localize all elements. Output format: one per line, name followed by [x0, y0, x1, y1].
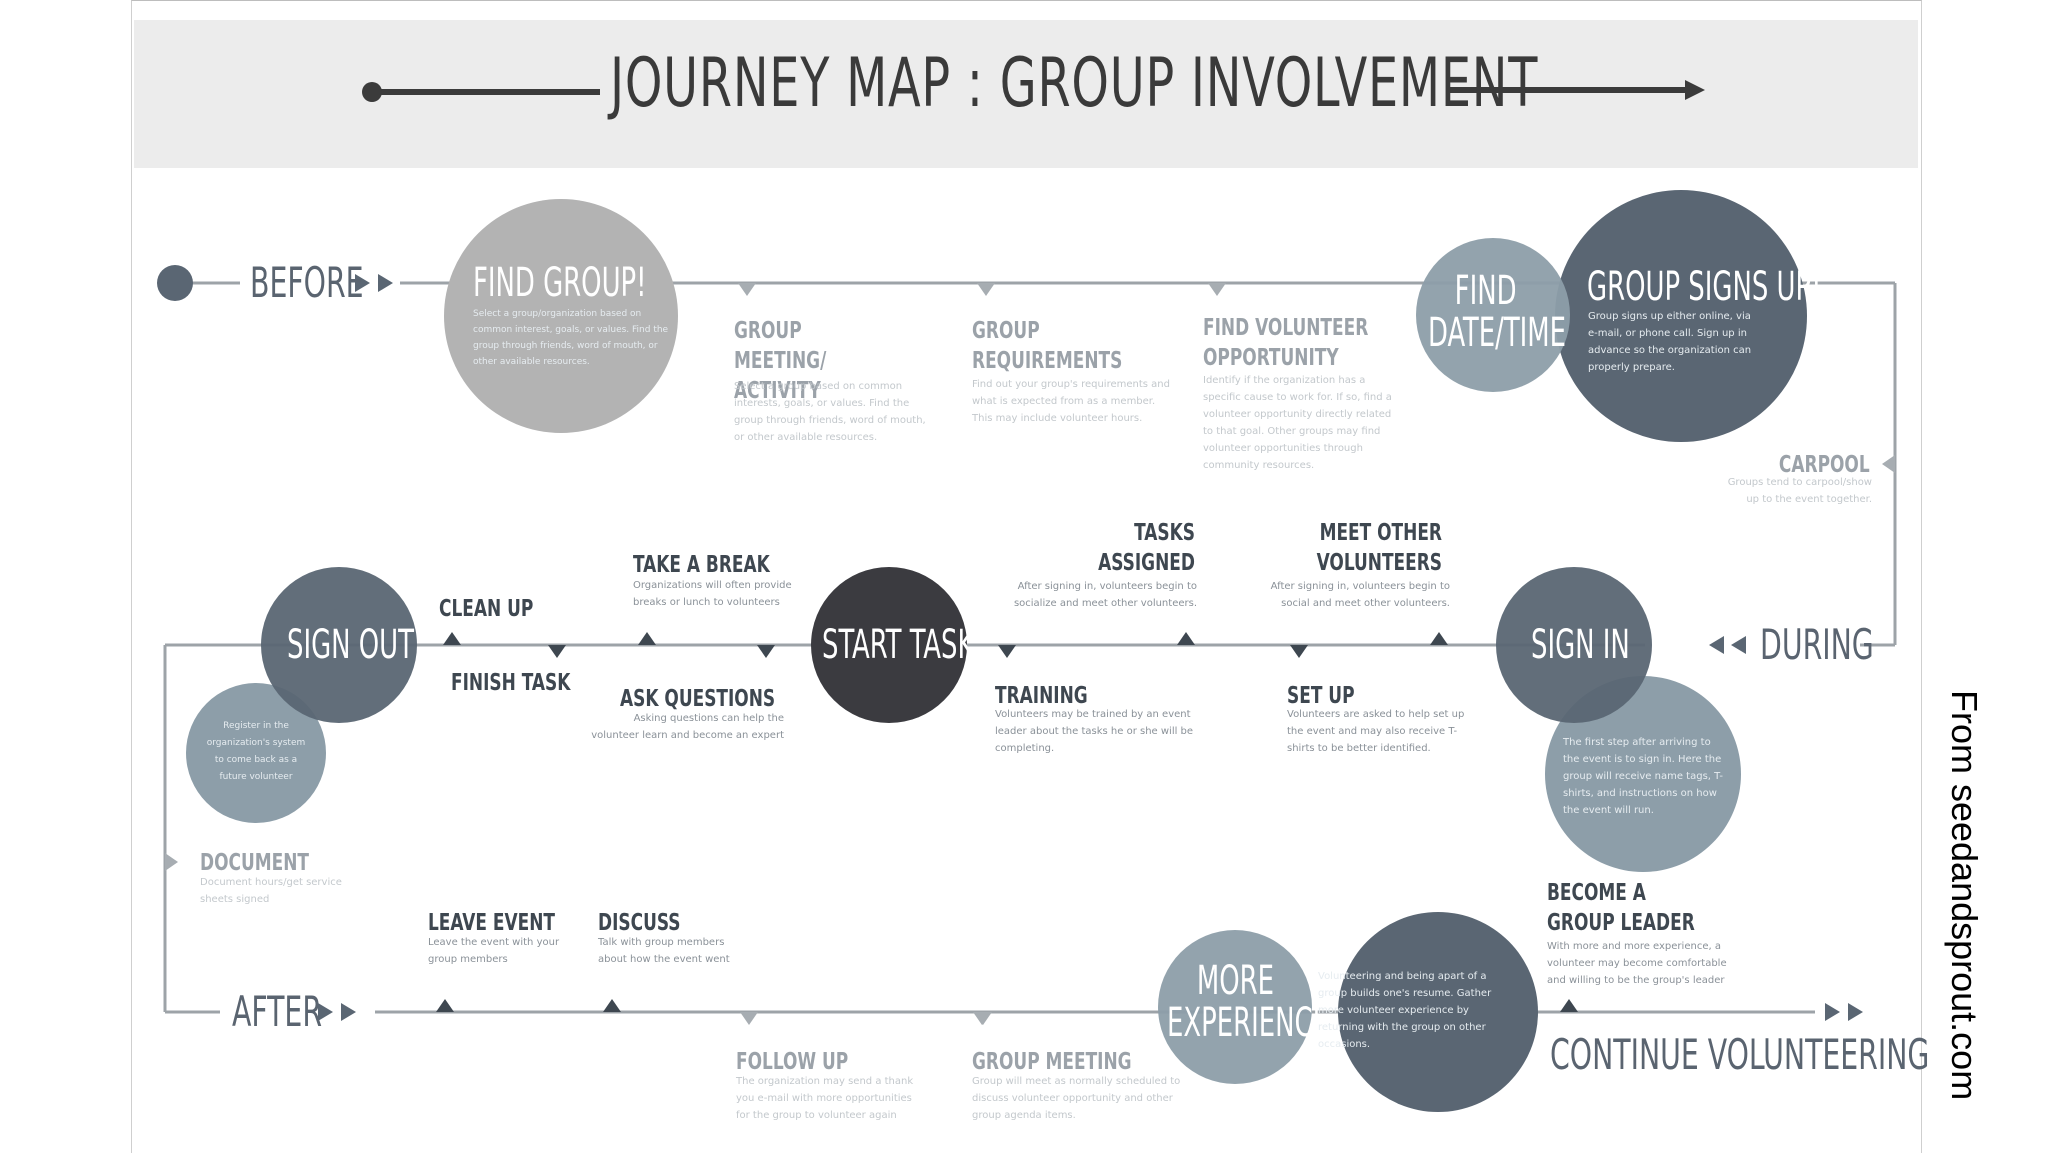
before-arrow-2: [378, 274, 393, 292]
ask-questions-title: ASK QUESTIONS: [620, 686, 776, 712]
leave-event-title: LEAVE EVENT: [428, 910, 555, 936]
sign-out-title: SIGN OUT: [287, 622, 414, 668]
during-arrow-1: [1709, 636, 1724, 654]
group-meeting-after-text: Group will meet as normally scheduled to…: [972, 1076, 1181, 1121]
document-text: Document hours/get service sheets signed: [200, 877, 342, 905]
marker-group-meeting: [738, 283, 756, 296]
marker-group-requirements: [977, 283, 995, 296]
training-title: TRAINING: [995, 683, 1088, 709]
marker-tasks-assigned: [1177, 632, 1195, 645]
group-meeting-after-title: GROUP MEETING: [972, 1049, 1132, 1075]
finish-task-title: FINISH TASK: [451, 670, 571, 696]
marker-clean-up: [443, 632, 461, 645]
training-text: Volunteers may be trained by an event le…: [995, 709, 1194, 754]
meet-other-title: MEET OTHER VOLUNTEERS: [1316, 520, 1442, 576]
find-date-title: FIND DATE/TIME: [1428, 268, 1567, 356]
take-break-title: TAKE A BREAK: [633, 552, 770, 578]
continue-arrow-1: [1825, 1003, 1840, 1021]
follow-up-title: FOLLOW UP: [736, 1049, 849, 1075]
start-dot: [157, 265, 193, 301]
start-task-title: START TASK: [822, 622, 975, 668]
sign-in-text: The first step after arriving to the eve…: [1563, 737, 1723, 816]
group-requirements-title: GROUP REQUIREMENTS: [972, 318, 1123, 374]
marker-take-break: [638, 632, 656, 645]
set-up-title: SET UP: [1287, 683, 1355, 709]
marker-set-up: [1290, 645, 1308, 658]
find-date-circle: [1416, 238, 1570, 392]
marker-training: [998, 645, 1016, 658]
continue-arrow-2: [1848, 1003, 1863, 1021]
sign-in-title: SIGN IN: [1531, 622, 1630, 668]
page-title: JOURNEY MAP : GROUP INVOLVEMENT: [610, 44, 1539, 123]
more-experience-text: Volunteering and being apart of a group …: [1318, 971, 1492, 1050]
find-group-text: Select a group/organization based on com…: [473, 309, 669, 367]
document-title: DOCUMENT: [200, 850, 310, 876]
diagram-frame: [131, 0, 1922, 1153]
source-credit: From seedandsprout.com: [1944, 690, 1985, 1101]
during-arrow-2: [1731, 636, 1746, 654]
carpool-title: CARPOOL: [1779, 452, 1870, 478]
after-arrow-2: [341, 1003, 356, 1021]
follow-up-text: The organization may send a thank you e-…: [736, 1076, 914, 1121]
marker-document: [165, 853, 178, 871]
sign-out-circle: [261, 567, 417, 723]
find-opportunity-title: FIND VOLUNTEER OPPORTUNITY: [1203, 315, 1369, 371]
set-up-text: Volunteers are asked to help set up the …: [1287, 709, 1465, 754]
marker-find-opportunity: [1208, 283, 1226, 296]
marker-meet-other: [1430, 632, 1448, 645]
meet-other-text: After signing in, volunteers begin to so…: [1270, 581, 1450, 609]
group-signs-up-title: GROUP SIGNS UP!: [1587, 264, 1822, 310]
group-signs-up-circle: [1555, 190, 1807, 442]
start-task-circle: [811, 567, 967, 723]
ask-questions-text: Asking questions can help the volunteer …: [591, 713, 784, 741]
sign-out-text: Register in the organization's system to…: [206, 721, 306, 782]
group-meeting-title: GROUP MEETING/ ACTIVITY: [734, 318, 827, 404]
tasks-assigned-text: After signing in, volunteers begin to so…: [1013, 581, 1197, 609]
marker-leave-event: [436, 999, 454, 1012]
marker-follow-up-2: [740, 1012, 758, 1025]
clean-up-title: CLEAN UP: [439, 596, 534, 622]
title-dot: [362, 82, 382, 102]
find-opportunity-text: Identify if the organization has a speci…: [1203, 375, 1392, 471]
more-experience-circle: [1158, 930, 1312, 1084]
marker-discuss: [603, 999, 621, 1012]
sign-in-circle: [1496, 567, 1652, 723]
tasks-assigned-title: TASKS ASSIGNED: [1098, 520, 1195, 576]
more-experience-title: MORE EXPERIENCE: [1167, 958, 1329, 1046]
discuss-title: DISCUSS: [598, 910, 681, 936]
marker-ask-questions: [757, 645, 775, 658]
stage-after: AFTER: [232, 987, 323, 1036]
stage-during: DURING: [1760, 620, 1874, 669]
become-leader-title: BECOME A GROUP LEADER: [1547, 880, 1695, 936]
carpool-text: Groups tend to carpool/show up to the ev…: [1727, 477, 1872, 505]
marker-carpool: [1882, 455, 1895, 473]
sign-out-detail-circle: [186, 683, 326, 823]
title-arrowhead: [1685, 80, 1705, 100]
sign-in-detail-circle: [1545, 676, 1741, 872]
discuss-text: Talk with group members about how the ev…: [598, 937, 730, 965]
group-signs-up-text: Group signs up either online, via e-mail…: [1588, 311, 1752, 373]
find-group-title: FIND GROUP!: [473, 260, 647, 306]
marker-become-leader: [1560, 999, 1578, 1012]
before-arrow-1: [355, 274, 370, 292]
stage-continue: CONTINUE VOLUNTEERING: [1550, 1030, 1930, 1079]
group-requirements-text: Find out your group's requirements and w…: [972, 379, 1170, 424]
more-experience-detail-circle: [1338, 912, 1538, 1112]
after-arrow-1: [318, 1003, 333, 1021]
find-group-circle: [444, 199, 678, 433]
group-meeting-text: Select a group based on common interests…: [734, 381, 926, 443]
leave-event-text: Leave the event with your group members: [428, 937, 560, 965]
marker-group-meeting-after: [974, 1012, 992, 1025]
stage-before: BEFORE: [250, 258, 364, 307]
take-break-text: Organizations will often provide breaks …: [633, 580, 792, 608]
become-leader-text: With more and more experience, a volunte…: [1547, 941, 1727, 986]
marker-finish-task: [548, 645, 566, 658]
